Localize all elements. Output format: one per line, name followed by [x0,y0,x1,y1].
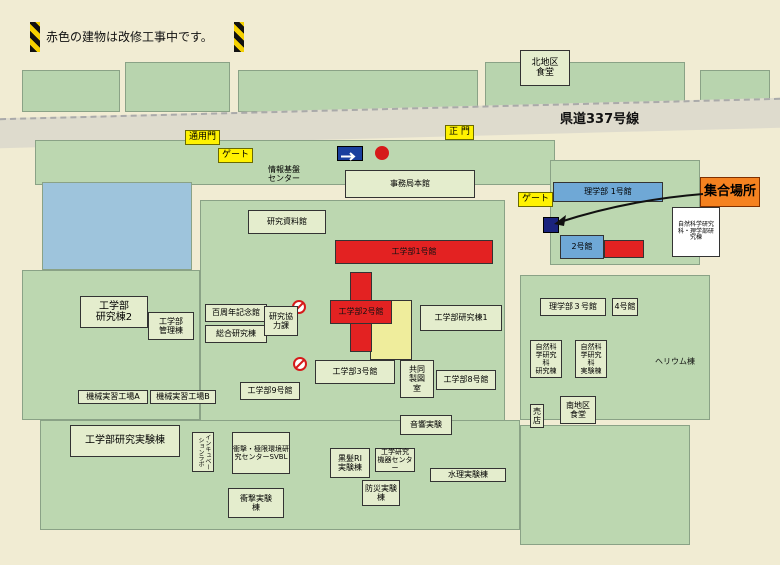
gate-1: ゲート [218,148,254,163]
building-eng8[interactable]: 工学部8号館 [436,370,496,390]
building-natsci2[interactable]: 自然科 学研究 科 実験棟 [575,340,607,378]
building-eng-research2[interactable]: 工学部 研究棟2 [80,296,148,328]
no-entry-icon [375,146,389,160]
meeting-arrow-icon [554,193,704,226]
meeting-point-label[interactable]: 集合場所 [700,177,761,207]
building-sci4[interactable]: 4号館 [612,298,638,316]
block-north-3 [238,70,478,112]
building-rad-lab[interactable]: 黒髪RI 実験棟 [330,448,370,478]
meeting-point-marker [543,217,559,233]
warning-stripe-left [30,22,40,52]
building-shock-lab[interactable]: 衝撃実験 棟 [228,488,284,518]
building-sci2-red [604,240,644,258]
building-admin[interactable]: 事務局本館 [345,170,475,198]
building-eng3[interactable]: 工学部3号館 [315,360,395,384]
gate-tsuyomon: 通用門 [185,130,221,145]
building-eng-research1[interactable]: 工学部研究棟1 [420,305,502,331]
building-natsci[interactable]: 自然科 学研究 科 研究棟 [530,340,562,378]
building-disaster-lab[interactable]: 防災実験 棟 [362,480,400,506]
building-eng-instruments[interactable]: 工学研究 機器センター [375,448,415,472]
road-label: 県道337号線 [560,112,640,127]
building-mech-a[interactable]: 機械実習工場A [78,390,148,404]
building-sci-research[interactable]: 自然科学研究 科・理学部研 究棟 [672,207,720,257]
building-incubation[interactable]: インキュベーションラボ [192,432,214,472]
no-entry-icon-3 [293,357,307,371]
building-shared-workshop[interactable]: 共同 製図 室 [400,360,434,398]
building-shop[interactable]: 売 店 [530,404,544,428]
building-acoustic[interactable]: 音響実験 [400,415,452,435]
campus-southeast [520,425,690,545]
gate-seimon: 正 門 [445,125,474,140]
building-eng2[interactable]: 工学部2号館 [330,300,392,324]
building-general-research[interactable]: 総合研究棟 [205,325,267,343]
campus-west-lot [42,182,192,270]
building-hydraulic[interactable]: 水理実験棟 [430,468,506,482]
building-eng9[interactable]: 工学部9号館 [240,382,300,400]
building-research-coop[interactable]: 研究協 力課 [264,306,298,336]
warning-stripe-right [234,22,244,52]
building-north-cafeteria[interactable]: 北地区 食堂 [520,50,570,86]
block-north-2 [125,62,230,112]
building-eng-experiment[interactable]: 工学部研究実験棟 [70,425,180,457]
building-sci2[interactable]: 2号館 [560,235,604,259]
building-south-cafeteria[interactable]: 南地区 食堂 [560,396,596,424]
renovation-notice: 赤色の建物は改修工事中です。 [46,30,213,44]
building-mech-b[interactable]: 機械実習工場B [150,390,216,404]
building-helium[interactable]: ヘリウム棟 [655,357,695,366]
building-sci3[interactable]: 理学部３号館 [540,298,606,316]
building-shock-center[interactable]: 衝撃・極限環境研究センターSVBL [232,432,290,474]
block-north-1 [22,70,120,112]
building-sci1[interactable]: 理学部 1号館 [553,182,663,202]
gate-2: ゲート [518,192,554,207]
building-info-center[interactable]: 情報基盤 センター [268,164,300,183]
building-research-materials[interactable]: 研究資料館 [248,210,326,234]
building-eng-admin[interactable]: 工学部 管理棟 [148,312,194,340]
one-way-arrow-icon [337,146,363,161]
building-centennial[interactable]: 百周年記念館 [205,304,267,322]
building-eng1[interactable]: 工学部1号館 [335,240,493,264]
